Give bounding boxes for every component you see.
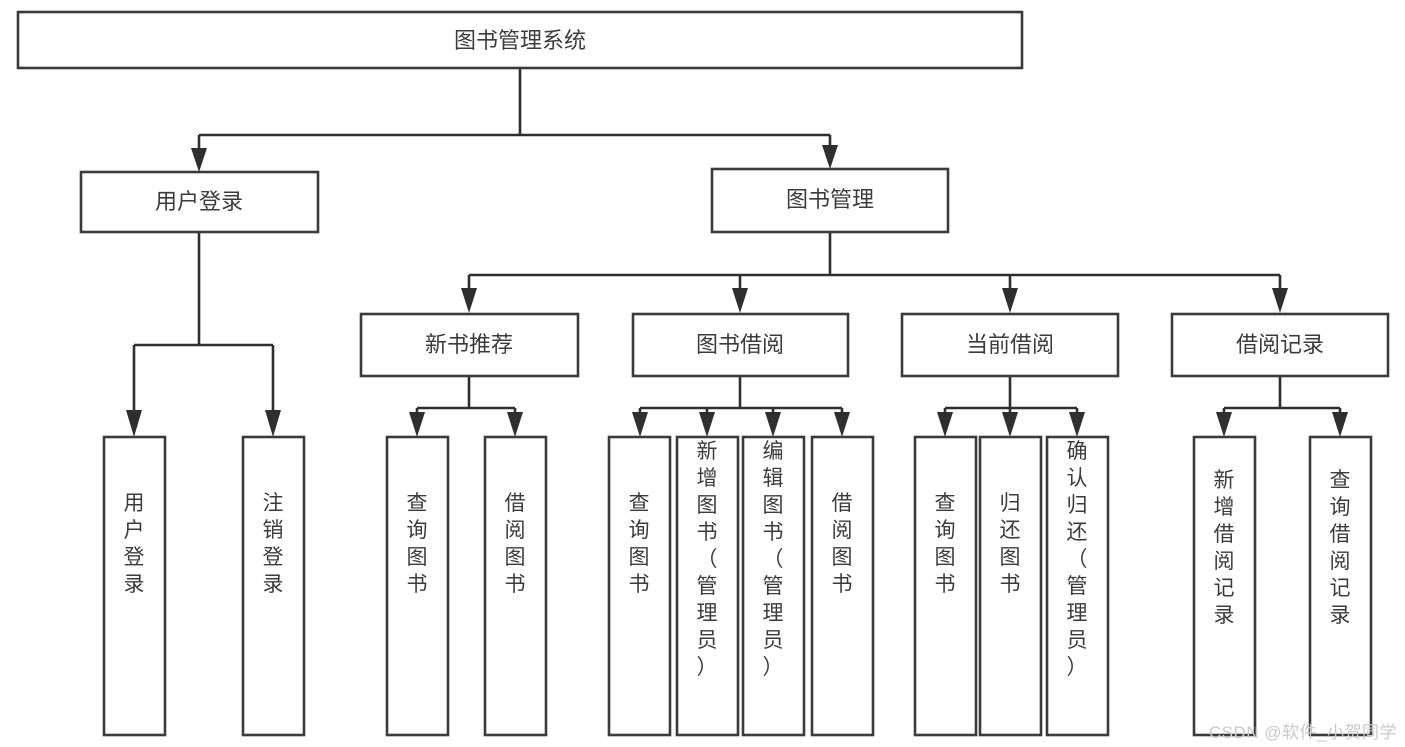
arrow-to-user-login	[191, 148, 207, 172]
leaf-borrow-book-1-box[interactable]	[483, 435, 548, 737]
leaf-query-book-1-box[interactable]	[385, 435, 450, 737]
node-leaf-query-book-3[interactable]: 查询图书	[913, 435, 978, 737]
root-label: 图书管理系统	[454, 28, 586, 53]
leaf-user-logout-label: 注销登录	[263, 492, 284, 596]
borrow-record-box[interactable]	[1170, 312, 1390, 378]
node-leaf-borrow-book-1[interactable]: 借阅图书	[483, 435, 548, 737]
arrow-to-current-borrow	[1002, 288, 1018, 313]
leaf-confirm-return-box[interactable]	[1045, 435, 1110, 737]
node-leaf-return-book[interactable]: 归还图书	[978, 435, 1043, 737]
leaf-query-record-label: 查询借阅记录	[1330, 469, 1351, 627]
leaf-return-book-label: 归还图书	[1000, 492, 1021, 596]
node-new-book-recommend[interactable]: 新书推荐	[359, 312, 580, 378]
book-management-box[interactable]	[710, 167, 950, 234]
node-leaf-add-book[interactable]: 新增图书（管理员）	[675, 435, 740, 737]
leaf-edit-book-box[interactable]	[741, 435, 806, 737]
leaf-query-book-2-label: 查询图书	[629, 492, 650, 596]
leaf-borrow-book-2-box[interactable]	[810, 435, 875, 737]
leaf-query-book-2-box[interactable]	[607, 435, 672, 737]
node-current-borrow[interactable]: 当前借阅	[900, 312, 1120, 378]
book-borrow-label: 图书借阅	[696, 332, 784, 357]
leaf-query-book-1-label: 查询图书	[407, 492, 428, 596]
leaf-borrow-book-1-label: 借阅图书	[505, 492, 526, 596]
leaf-user-login-label: 用户登录	[124, 492, 145, 596]
book-borrow-box[interactable]	[631, 312, 850, 378]
leaf-return-book-box[interactable]	[978, 435, 1043, 737]
node-root[interactable]: 图书管理系统	[16, 10, 1024, 70]
borrow-record-label: 借阅记录	[1236, 332, 1324, 357]
node-leaf-query-record[interactable]: 查询借阅记录	[1308, 435, 1373, 737]
connector-book-management-bus	[467, 232, 1282, 296]
connector-user-login-bus	[132, 232, 275, 410]
leaf-query-book-3-label: 查询图书	[935, 492, 956, 596]
leaf-add-book-box[interactable]	[675, 435, 740, 737]
arrow-to-leaf-query-book-2	[632, 412, 648, 437]
node-leaf-query-book-2[interactable]: 查询图书	[607, 435, 672, 737]
current-borrow-box[interactable]	[900, 312, 1120, 378]
node-leaf-edit-book[interactable]: 编辑图书（管理员）	[741, 435, 806, 737]
arrow-to-leaf-query-book-3	[937, 412, 953, 437]
leaf-query-record-box[interactable]	[1308, 435, 1373, 737]
arrow-to-book-management	[822, 145, 838, 169]
node-book-management[interactable]: 图书管理	[710, 167, 950, 234]
connector-new-book-recommend-bus	[415, 376, 517, 418]
node-borrow-record[interactable]: 借阅记录	[1170, 312, 1390, 378]
arrow-to-leaf-query-record	[1332, 412, 1348, 437]
node-leaf-borrow-book-2[interactable]: 借阅图书	[810, 435, 875, 737]
arrow-to-borrow-record	[1272, 288, 1288, 313]
arrow-to-leaf-user-logout	[265, 410, 281, 437]
node-leaf-add-record[interactable]: 新增借阅记录	[1192, 435, 1257, 737]
leaf-user-login-box[interactable]	[102, 435, 167, 737]
leaf-borrow-book-2-label: 借阅图书	[832, 492, 853, 596]
connector-borrow-record-bus	[1222, 376, 1342, 418]
new-book-recommend-box[interactable]	[359, 312, 580, 378]
leaf-query-book-3-box[interactable]	[913, 435, 978, 737]
book-management-label: 图书管理	[786, 187, 874, 212]
node-leaf-user-logout[interactable]: 注销登录	[241, 435, 306, 737]
user-login-label: 用户登录	[155, 189, 243, 214]
leaf-add-record-box[interactable]	[1192, 435, 1257, 737]
connector-layer	[126, 68, 1348, 437]
current-borrow-label: 当前借阅	[966, 332, 1054, 357]
arrow-to-leaf-return-book	[1002, 412, 1018, 437]
arrow-to-new-book-recommend	[461, 288, 477, 313]
arrow-to-leaf-confirm-return	[1069, 412, 1085, 437]
node-leaf-query-book-1[interactable]: 查询图书	[385, 435, 450, 737]
arrow-to-leaf-borrow-book-1	[507, 412, 523, 437]
leaf-edit-book-label: 编辑图书（管理员）	[763, 440, 784, 679]
arrow-to-leaf-add-record	[1216, 412, 1232, 437]
leaf-add-book-label: 新增图书（管理员）	[697, 440, 718, 679]
leaf-confirm-return-label: 确认归还（管理员）	[1067, 440, 1088, 679]
arrow-to-leaf-user-login	[126, 410, 142, 437]
connector-book-borrow-bus	[638, 376, 844, 418]
connector-current-borrow-bus	[943, 376, 1079, 418]
arrow-to-leaf-query-book-1	[409, 412, 425, 437]
root-box[interactable]	[16, 10, 1024, 70]
leaf-user-logout-box[interactable]	[241, 435, 306, 737]
leaf-add-record-label: 新增借阅记录	[1214, 469, 1235, 627]
connector-root-bus	[197, 68, 832, 158]
arrow-to-leaf-edit-book	[765, 412, 781, 437]
user-login-box[interactable]	[79, 170, 320, 234]
node-leaf-confirm-return[interactable]: 确认归还（管理员）	[1045, 435, 1110, 737]
arrow-to-book-borrow	[732, 288, 748, 313]
node-user-login[interactable]: 用户登录	[79, 170, 320, 234]
new-book-recommend-label: 新书推荐	[425, 332, 513, 357]
arrow-to-leaf-add-book	[699, 412, 715, 437]
leaf-nodes-layer: 用户登录 注销登录 查询图书 借阅图书 查询图书 新增图书（管理员） 编辑图书（…	[102, 435, 1373, 737]
node-leaf-user-login[interactable]: 用户登录	[102, 435, 167, 737]
arrow-to-leaf-borrow-book-2	[834, 412, 850, 437]
node-book-borrow[interactable]: 图书借阅	[631, 312, 850, 378]
